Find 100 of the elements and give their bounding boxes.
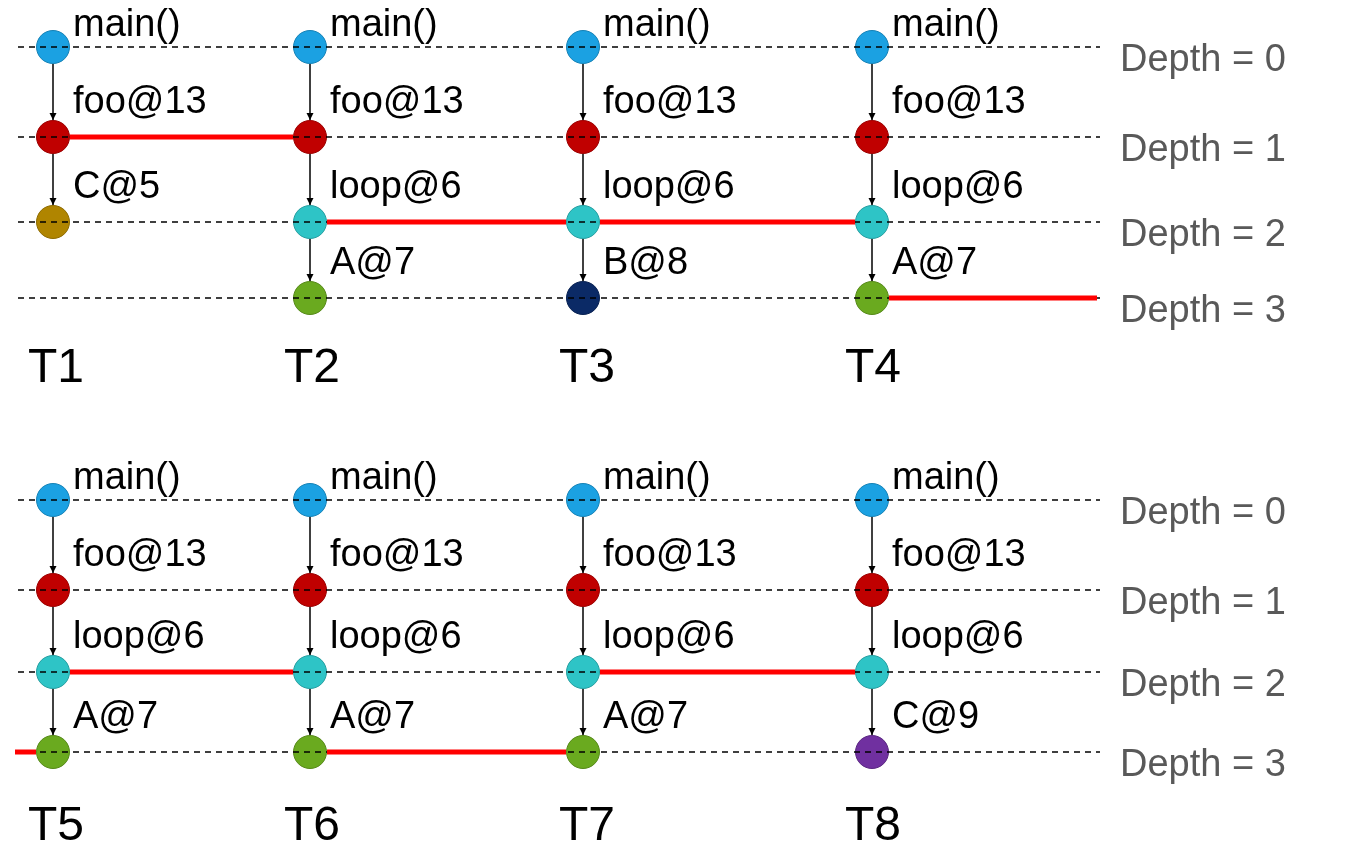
call-arrow xyxy=(868,606,876,656)
call-circle xyxy=(566,281,600,315)
call-arrow xyxy=(579,153,587,206)
time-label: T5 xyxy=(28,800,84,848)
time-label: T6 xyxy=(284,800,340,848)
call-label: foo@13 xyxy=(892,81,1026,119)
time-label: T3 xyxy=(559,342,615,390)
call-circle xyxy=(36,573,70,607)
call-label: A@7 xyxy=(330,696,416,734)
depth-label: Depth = 0 xyxy=(1120,39,1286,77)
transition-line xyxy=(327,219,566,225)
transition-line xyxy=(600,669,855,675)
depth-label: Depth = 2 xyxy=(1120,664,1286,702)
call-circle xyxy=(855,281,889,315)
call-circle xyxy=(855,120,889,154)
call-circle xyxy=(855,573,889,607)
call-label: foo@13 xyxy=(330,534,464,572)
call-arrow xyxy=(306,688,314,736)
call-label: foo@13 xyxy=(330,81,464,119)
transition-line xyxy=(70,669,293,675)
time-label: T2 xyxy=(284,342,340,390)
call-circle xyxy=(566,483,600,517)
call-arrow xyxy=(306,516,314,574)
call-arrow xyxy=(868,688,876,736)
call-circle xyxy=(36,205,70,239)
call-label: main() xyxy=(330,4,438,42)
transition-line xyxy=(70,134,293,140)
call-label: loop@6 xyxy=(892,166,1024,204)
call-label: loop@6 xyxy=(73,616,205,654)
call-circle xyxy=(855,205,889,239)
call-arrow xyxy=(306,63,314,121)
call-arrow xyxy=(579,238,587,282)
call-arrow xyxy=(49,153,57,206)
call-label: foo@13 xyxy=(73,81,207,119)
call-arrow xyxy=(306,153,314,206)
depth-label: Depth = 1 xyxy=(1120,129,1286,167)
call-circle xyxy=(293,735,327,769)
call-label: loop@6 xyxy=(330,166,462,204)
call-circle xyxy=(566,735,600,769)
call-label: A@7 xyxy=(330,242,416,280)
depth-label: Depth = 0 xyxy=(1120,492,1286,530)
call-arrow xyxy=(579,606,587,656)
call-label: main() xyxy=(330,457,438,495)
call-label: A@7 xyxy=(892,242,978,280)
call-circle xyxy=(855,735,889,769)
call-arrow xyxy=(49,516,57,574)
call-arrow xyxy=(579,63,587,121)
call-label: loop@6 xyxy=(892,616,1024,654)
call-arrow xyxy=(868,238,876,282)
call-arrow xyxy=(49,63,57,121)
call-circle xyxy=(293,281,327,315)
call-label: main() xyxy=(73,457,181,495)
call-circle xyxy=(855,655,889,689)
call-arrow xyxy=(868,153,876,206)
transition-line xyxy=(600,219,855,225)
call-arrow xyxy=(868,63,876,121)
call-circle xyxy=(566,205,600,239)
call-label: main() xyxy=(73,4,181,42)
call-label: C@9 xyxy=(892,696,980,734)
call-circle xyxy=(36,735,70,769)
call-label: main() xyxy=(603,457,711,495)
call-arrow xyxy=(49,688,57,736)
call-circle xyxy=(36,483,70,517)
time-label: T1 xyxy=(28,342,84,390)
call-circle xyxy=(566,30,600,64)
call-label: main() xyxy=(603,4,711,42)
call-circle xyxy=(566,655,600,689)
call-arrow xyxy=(306,238,314,282)
time-label: T4 xyxy=(845,342,901,390)
call-label: loop@6 xyxy=(603,616,735,654)
call-circle xyxy=(293,30,327,64)
call-arrow xyxy=(49,606,57,656)
call-label: A@7 xyxy=(603,696,689,734)
call-label: A@7 xyxy=(73,696,159,734)
transition-line xyxy=(889,295,1097,301)
call-circle xyxy=(566,120,600,154)
call-circle xyxy=(855,483,889,517)
call-circle xyxy=(36,30,70,64)
call-circle xyxy=(36,655,70,689)
call-label: main() xyxy=(892,457,1000,495)
call-circle xyxy=(36,120,70,154)
call-label: foo@13 xyxy=(603,534,737,572)
call-circle xyxy=(855,30,889,64)
call-label: foo@13 xyxy=(603,81,737,119)
call-circle xyxy=(293,573,327,607)
call-label: main() xyxy=(892,4,1000,42)
call-label: C@5 xyxy=(73,166,161,204)
call-circle xyxy=(293,205,327,239)
depth-label: Depth = 3 xyxy=(1120,290,1286,328)
call-label: loop@6 xyxy=(330,616,462,654)
call-label: foo@13 xyxy=(892,534,1026,572)
call-circle xyxy=(293,483,327,517)
call-circle xyxy=(293,120,327,154)
call-arrow xyxy=(579,516,587,574)
call-circle xyxy=(566,573,600,607)
call-arrow xyxy=(868,516,876,574)
transition-line xyxy=(15,749,36,755)
depth-label: Depth = 1 xyxy=(1120,582,1286,620)
call-label: loop@6 xyxy=(603,166,735,204)
call-label: foo@13 xyxy=(73,534,207,572)
